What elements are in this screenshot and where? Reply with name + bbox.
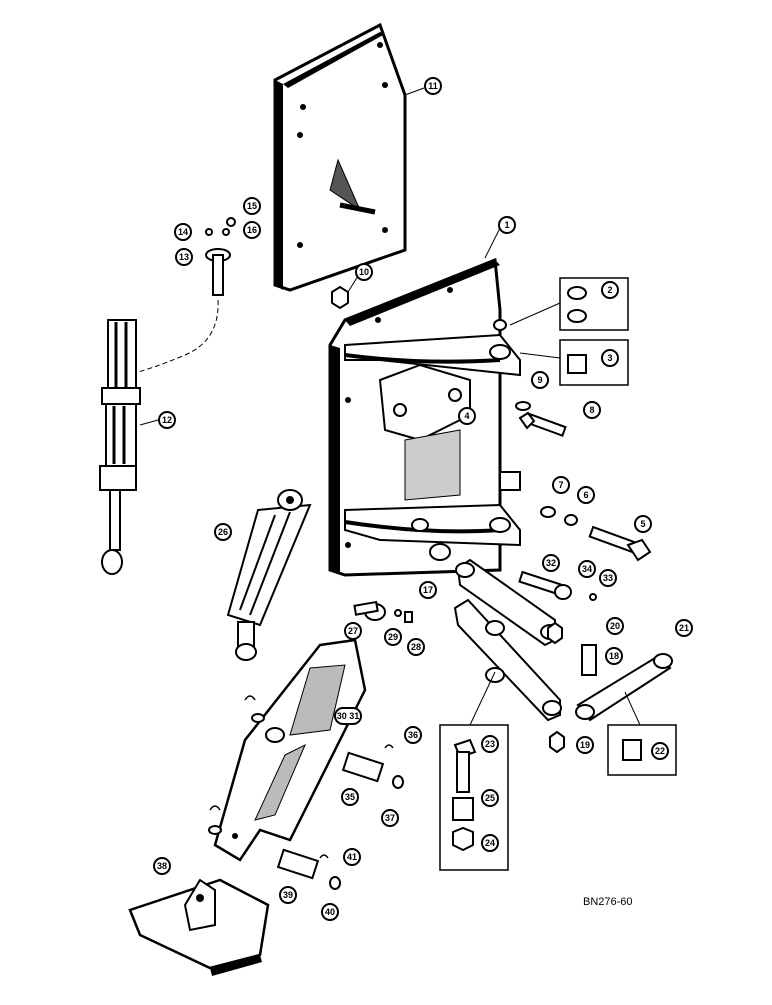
callout-40: 40	[321, 903, 339, 921]
callout-9: 9	[531, 371, 549, 389]
callout-6: 6	[577, 486, 595, 504]
svg-text:11: 11	[428, 81, 438, 91]
svg-text:9: 9	[537, 375, 542, 385]
svg-text:6: 6	[583, 490, 588, 500]
callout-7: 7	[552, 476, 570, 494]
clevis-pin-icon	[353, 600, 413, 623]
callout-20: 20	[606, 617, 624, 635]
callout-19: 19	[576, 736, 594, 754]
mounting-plate-icon	[273, 22, 425, 292]
svg-text:17: 17	[423, 585, 433, 595]
callout-32: 32	[542, 554, 560, 572]
svg-text:41: 41	[347, 852, 357, 862]
callout-10: 10	[355, 263, 373, 281]
callout-24: 24	[481, 834, 499, 852]
callout-33: 33	[599, 569, 617, 587]
callout-41: 41	[343, 848, 361, 866]
callout-2: 2	[601, 281, 619, 299]
svg-text:18: 18	[609, 651, 619, 661]
svg-text:5: 5	[640, 519, 645, 529]
svg-text:28: 28	[411, 642, 421, 652]
svg-text:2: 2	[607, 285, 612, 295]
callout-14: 14	[174, 223, 192, 241]
callout-23: 23	[481, 735, 499, 753]
callout-1: 1	[498, 216, 516, 234]
callout-18: 18	[605, 647, 623, 665]
callout-5: 5	[634, 515, 652, 533]
callout-11: 11	[424, 77, 442, 95]
callout-36: 36	[404, 726, 422, 744]
nut-icon	[331, 275, 359, 310]
callout-22: 22	[651, 742, 669, 760]
arm-icon	[213, 638, 367, 862]
callout-4: 4	[458, 407, 476, 425]
bushing-22-box-icon	[607, 691, 677, 776]
svg-text:16: 16	[247, 225, 257, 235]
svg-text:37: 37	[385, 813, 395, 823]
callout-26: 26	[214, 523, 232, 541]
svg-text:4: 4	[464, 411, 469, 421]
bracket-frame-icon	[328, 227, 521, 577]
svg-text:39: 39	[283, 890, 293, 900]
callout-3: 3	[601, 349, 619, 367]
callout-8: 8	[583, 401, 601, 419]
pin-icon	[124, 217, 236, 376]
callout-37: 37	[381, 809, 399, 827]
svg-text:35: 35	[345, 792, 355, 802]
svg-text:19: 19	[580, 740, 590, 750]
svg-text:38: 38	[157, 861, 167, 871]
callout-21: 21	[675, 619, 693, 637]
svg-text:13: 13	[179, 252, 189, 262]
cylinder-icon	[99, 319, 159, 575]
callout-27: 27	[344, 622, 362, 640]
svg-text:15: 15	[247, 201, 257, 211]
callout-29: 29	[384, 628, 402, 646]
svg-text:33: 33	[603, 573, 613, 583]
callout-16: 16	[243, 221, 261, 239]
bushing-box-icon	[509, 277, 629, 386]
callout-12: 12	[158, 411, 176, 429]
svg-text:8: 8	[589, 405, 594, 415]
callout-30-31: 30 31	[334, 707, 362, 725]
callout-35: 35	[341, 788, 359, 806]
svg-text:34: 34	[582, 564, 592, 574]
clip-icon	[208, 695, 265, 835]
svg-text:20: 20	[610, 621, 620, 631]
callout-28: 28	[407, 638, 425, 656]
svg-text:7: 7	[558, 480, 563, 490]
callout-13: 13	[175, 248, 193, 266]
svg-text:40: 40	[325, 907, 335, 917]
svg-text:25: 25	[485, 793, 495, 803]
bolt-icon	[499, 401, 652, 562]
svg-text:26: 26	[218, 527, 228, 537]
pivot-pin-icon	[518, 570, 597, 601]
hardware-box-icon	[439, 671, 509, 871]
drawing-code: BN276-60	[583, 896, 633, 908]
callout-15: 15	[243, 197, 261, 215]
svg-text:29: 29	[388, 632, 398, 642]
pin-sleeve-icon	[276, 744, 404, 890]
svg-text:3: 3	[607, 353, 612, 363]
link-arm-icon	[453, 558, 673, 754]
svg-text:30 31: 30 31	[337, 711, 360, 721]
callout-34: 34	[578, 560, 596, 578]
svg-text:23: 23	[485, 739, 495, 749]
svg-text:10: 10	[359, 267, 369, 277]
svg-text:22: 22	[655, 746, 665, 756]
svg-text:24: 24	[485, 838, 495, 848]
callout-17: 17	[419, 581, 437, 599]
svg-text:36: 36	[408, 730, 418, 740]
callout-38: 38	[153, 857, 171, 875]
inclined-cylinder-icon	[226, 489, 312, 661]
svg-text:14: 14	[178, 227, 188, 237]
callout-25: 25	[481, 789, 499, 807]
svg-text:32: 32	[546, 558, 556, 568]
svg-text:1: 1	[504, 220, 509, 230]
svg-text:12: 12	[162, 415, 172, 425]
foot-plate-icon	[128, 878, 270, 976]
svg-text:27: 27	[348, 626, 358, 636]
svg-text:21: 21	[679, 623, 689, 633]
callout-39: 39	[279, 886, 297, 904]
